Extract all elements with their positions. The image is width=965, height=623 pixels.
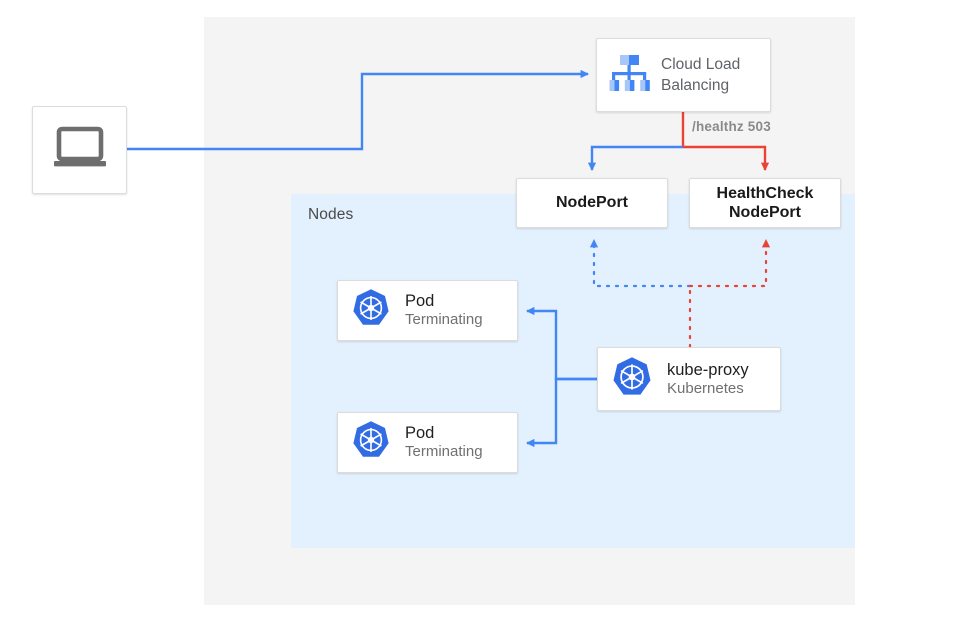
pod-status-1: Terminating bbox=[405, 311, 483, 329]
nodes-panel-label: Nodes bbox=[308, 206, 354, 223]
nodeport-label: NodePort bbox=[556, 194, 628, 212]
kube-proxy-card[interactable]: kube-proxy Kubernetes bbox=[597, 347, 781, 411]
pod-card-1[interactable]: Pod Terminating bbox=[337, 280, 518, 341]
healthcheck-nodeport-card[interactable]: HealthCheck NodePort bbox=[689, 178, 841, 228]
cloud-load-balancing-label: Cloud Load Balancing bbox=[661, 55, 741, 94]
healthz-status-label: /healthz 503 bbox=[692, 119, 771, 134]
laptop-icon bbox=[52, 126, 108, 175]
pod-title-2: Pod bbox=[405, 424, 435, 443]
kube-proxy-subtitle: Kubernetes bbox=[667, 379, 744, 397]
pod-card-2[interactable]: Pod Terminating bbox=[337, 412, 518, 473]
client-card[interactable] bbox=[32, 106, 127, 194]
kubernetes-icon bbox=[351, 288, 391, 333]
nodeport-card[interactable]: NodePort bbox=[516, 178, 668, 228]
pod-title-1: Pod bbox=[405, 292, 435, 311]
cloud-load-balancing-card[interactable]: Cloud Load Balancing bbox=[596, 38, 771, 112]
kube-proxy-title: kube-proxy bbox=[667, 360, 749, 379]
kubernetes-icon bbox=[611, 356, 653, 403]
healthcheck-nodeport-label: HealthCheck NodePort bbox=[716, 184, 814, 221]
cloud-load-balancing-icon bbox=[607, 52, 651, 99]
pod-status-2: Terminating bbox=[405, 443, 483, 461]
kubernetes-icon bbox=[351, 420, 391, 465]
